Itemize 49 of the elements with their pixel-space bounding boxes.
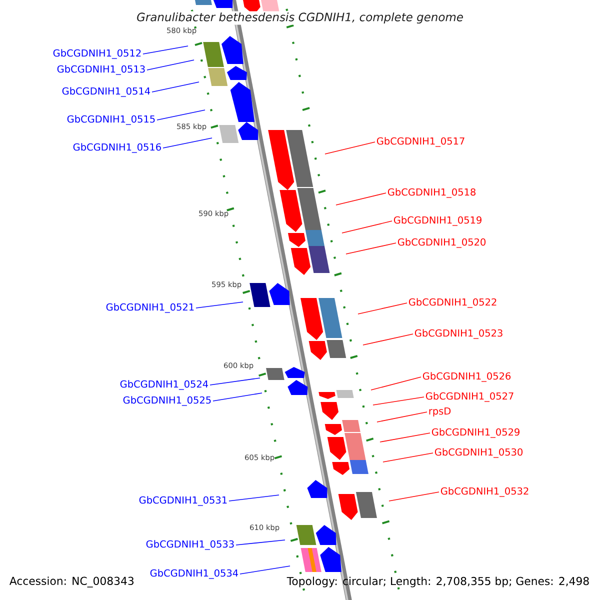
gene-label: GbCGDNIH1_0515 — [67, 115, 155, 125]
gene-label: GbCGDNIH1_0530 — [434, 448, 522, 458]
gene-label: GbCGDNIH1_0518 — [388, 188, 476, 198]
gene-label: GbCGDNIH1_0513 — [57, 65, 145, 75]
leader-line — [240, 566, 290, 574]
leader-line — [346, 242, 396, 254]
leader-line — [196, 302, 244, 308]
leader-line — [372, 396, 424, 406]
gene-label: GbCGDNIH1_0514 — [62, 87, 150, 97]
gene-label: rpsD — [429, 407, 451, 417]
leader-line — [376, 412, 428, 422]
leader-line — [324, 142, 376, 154]
gene-label: GbCGDNIH1_0523 — [414, 329, 502, 339]
gene-label: GbCGDNIH1_0534 — [150, 569, 238, 579]
gene-label: GbCGDNIH1_0517 — [376, 137, 464, 147]
leader-line — [142, 46, 188, 54]
leader-line — [156, 110, 206, 120]
gene-label: GbCGDNIH1_0519 — [394, 216, 482, 226]
gene-label: GbCGDNIH1_0532 — [440, 487, 528, 497]
gene-label: GbCGDNIH1_0521 — [106, 303, 194, 313]
leader-line — [210, 378, 260, 386]
accession-text: Accession: NC_008343 — [10, 576, 134, 588]
leader-line — [388, 492, 440, 502]
leader-line — [380, 432, 430, 442]
leader-line — [358, 302, 408, 314]
leader-line — [228, 494, 280, 502]
gene-label: GbCGDNIH1_0522 — [408, 298, 496, 308]
genome-info-text: Topology: circular; Length: 2,708,355 bp; Genes: 2,498 — [286, 576, 589, 588]
leader-line — [146, 60, 194, 70]
leader-line — [212, 392, 262, 402]
leader-line — [336, 192, 386, 206]
leader-line — [152, 82, 200, 92]
leader-line — [236, 540, 286, 546]
gene-label: GbCGDNIH1_0525 — [123, 396, 211, 406]
leader-line — [362, 334, 414, 346]
leader-line — [342, 220, 392, 234]
gene-label: GbCGDNIH1_0527 — [426, 392, 514, 402]
gene-label: GbCGDNIH1_0516 — [73, 143, 161, 153]
leader-line — [370, 376, 422, 390]
gene-label: GbCGDNIH1_0526 — [422, 372, 511, 382]
gene-label: GbCGDNIH1_0512 — [53, 49, 141, 59]
leader-line — [382, 452, 434, 462]
gene-label: GbCGDNIH1_0524 — [120, 380, 208, 390]
leader-line — [162, 138, 212, 148]
gene-label: GbCGDNIH1_0533 — [146, 540, 234, 550]
gene-label: GbCGDNIH1_0520 — [398, 238, 486, 248]
title: Granulibacter bethesdensis CGDNIH1, complete genome — [135, 11, 465, 25]
gene-label: GbCGDNIH1_0531 — [139, 496, 227, 506]
gene-label: GbCGDNIH1_0529 — [432, 428, 520, 438]
